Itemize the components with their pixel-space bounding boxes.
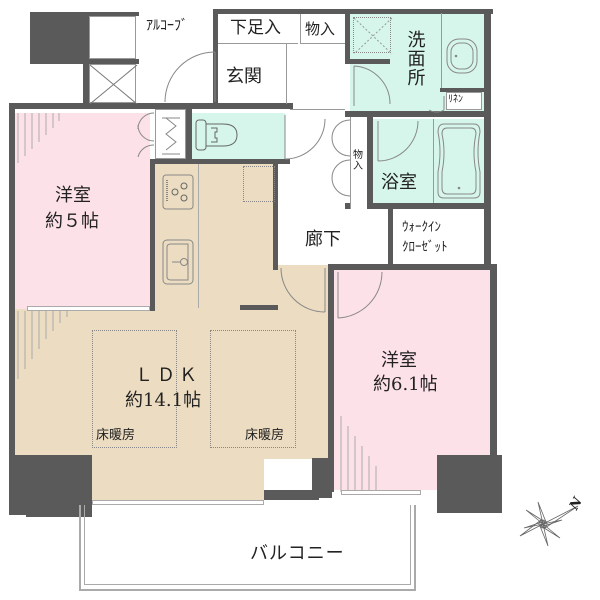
ldk-window-blinds (17, 311, 68, 379)
wall-ldk-bottom-right (312, 458, 332, 498)
cross-icon (89, 64, 138, 105)
toilet-room (192, 113, 285, 159)
hall-door-frame (290, 109, 345, 113)
wall-top-left-v (83, 12, 89, 105)
kitchen-sink-icon (162, 239, 194, 285)
ldk-sliding-window (92, 500, 264, 505)
entrance-door-swing (164, 51, 216, 103)
walk-in-closet-label-1: ｳｫｰｸｲﾝ (402, 220, 441, 235)
hall-storage-label: 物入 (353, 150, 363, 172)
toilet-icon (195, 119, 238, 151)
wall-kitchen-step (240, 305, 278, 310)
meter-box (89, 64, 138, 105)
shoe-storage-label: 下足入 (230, 18, 281, 38)
walk-in-closet (393, 209, 484, 264)
western-room-1 (14, 113, 150, 309)
bathroom-door-swing (377, 120, 419, 162)
closet-hanger-icon (162, 117, 180, 155)
washing-machine-pan (353, 17, 393, 55)
hall-storage-doors (331, 119, 351, 197)
wall-right-outer (484, 9, 491, 267)
closet-room1 (155, 109, 186, 159)
cooktop-icon (162, 174, 194, 210)
storage-top (300, 14, 345, 44)
hall-storage (350, 117, 367, 209)
floor-heating-label-2: 床暖房 (245, 428, 285, 443)
toilet-door-swing (284, 115, 326, 160)
wall-room2-right (490, 264, 497, 460)
room2-sliding-window (341, 490, 421, 495)
fridge-space (243, 166, 275, 202)
bathroom (373, 119, 484, 203)
shoe-storage (218, 14, 298, 44)
bathroom-label: 浴室 (381, 172, 417, 193)
wall-main-top (9, 103, 293, 109)
ldk-door-swing (280, 267, 326, 313)
wall-left-outer (9, 103, 15, 463)
wall-washroom-inner (345, 59, 390, 64)
balcony-label: バルコニー (250, 543, 345, 564)
sink-icon (446, 38, 478, 74)
washer-cross-icon (353, 17, 393, 55)
floor-heating-zone-1 (92, 330, 177, 448)
wall-top-left-h (83, 12, 139, 16)
room1-size: 約５帖 (45, 211, 99, 232)
hallway-label: 廊下 (305, 229, 341, 250)
room1-sliding-door (27, 306, 150, 311)
compass-rose-icon (519, 501, 579, 547)
wall-bath-bottom (345, 203, 490, 209)
washroom-door-swing (353, 65, 391, 106)
floor-heating-zone-2 (210, 330, 296, 448)
balcony (79, 505, 416, 591)
ldk-right (275, 265, 329, 315)
pillar-bottom-right (437, 455, 502, 513)
room2-name: 洋室 (381, 350, 417, 371)
storage-top-label: 物入 (305, 20, 336, 38)
bathtub-icon (437, 123, 481, 199)
wall-toilet-left (186, 109, 192, 163)
wall-washroom-left (345, 9, 350, 64)
wall-room2-left (328, 264, 334, 492)
wall-linen (440, 88, 485, 92)
vanity-counter (441, 13, 484, 88)
pillar-bottom-left-2 (26, 470, 92, 517)
kitchen-area (153, 163, 275, 309)
washroom-label: 洗面所 (404, 30, 426, 87)
linen-label: ﾘﾈﾝ (448, 94, 463, 105)
floor-heating-label-1: 床暖房 (96, 428, 136, 443)
ldk-name: ＬＤＫ (135, 365, 201, 386)
storage-cell-top (89, 16, 136, 59)
room2-size: 約6.1帖 (373, 374, 438, 395)
ldk-lower (92, 455, 264, 500)
ldk-size: 約14.1帖 (125, 390, 202, 411)
wall-top-left-mid (83, 59, 139, 64)
western-room-2 (333, 268, 496, 490)
wall-kitchen-top (150, 159, 290, 164)
wall-ldk-bottom-step (264, 490, 319, 500)
entrance-label: 玄関 (226, 66, 262, 87)
wall-hall-storage-right (367, 117, 373, 209)
bath-area (433, 119, 484, 203)
alcove-label: ｱﾙｺｰﾌﾞ (146, 18, 188, 34)
closet-doors (137, 112, 155, 158)
kitchen-counter (155, 164, 199, 308)
wall-room1-right (150, 159, 155, 311)
balcony-inner-rail (84, 505, 411, 585)
wall-washroom-bottom (345, 111, 485, 117)
wall-pillar-top-left (30, 12, 85, 64)
wall-wic-left (388, 209, 393, 269)
wall-kitchen-right (273, 159, 278, 270)
room1-name: 洋室 (55, 185, 91, 206)
wall-top-entrance (213, 9, 493, 14)
room2-window-blinds (340, 416, 377, 492)
room2-door-swing (337, 271, 383, 319)
ldk-area (14, 309, 329, 459)
room1-window-blinds (17, 113, 60, 163)
entrance-step-line (286, 44, 287, 104)
walk-in-closet-label-2: ｸﾛｰｾﾞｯﾄ (402, 240, 448, 255)
linen-door-swing (428, 96, 445, 113)
wall-hall-bottom (328, 264, 491, 270)
linen-closet (446, 92, 482, 110)
